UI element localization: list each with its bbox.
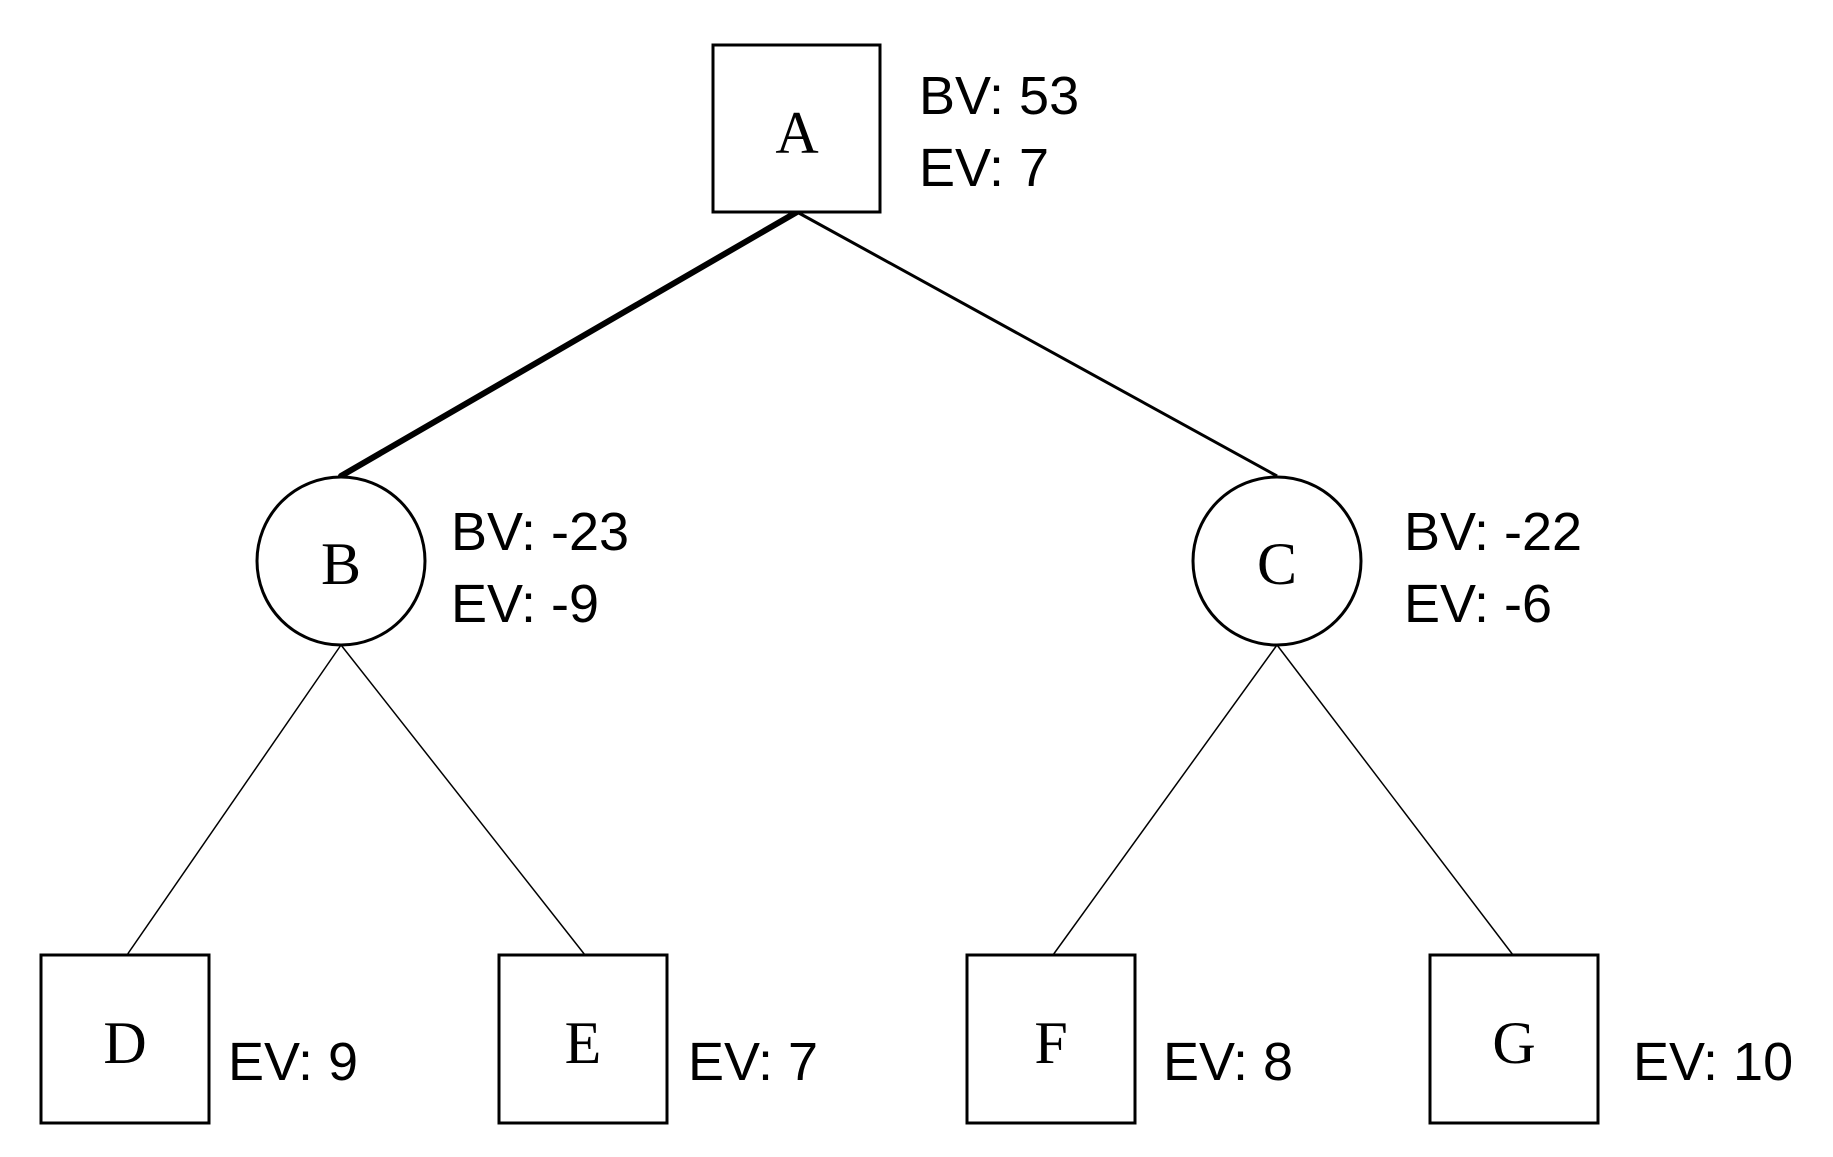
node-f: F xyxy=(965,953,1137,1125)
node-d: D xyxy=(39,953,211,1125)
node-f-square xyxy=(965,953,1137,1125)
node-b-label: B xyxy=(321,531,361,597)
node-a: A xyxy=(711,43,882,214)
node-b-ev: EV: -9 xyxy=(451,574,599,634)
node-a-ev: EV: 7 xyxy=(919,138,1049,198)
edge-a-b xyxy=(338,209,800,479)
node-g-square xyxy=(1428,953,1600,1125)
node-c-label: C xyxy=(1257,531,1297,597)
node-g-label: G xyxy=(1492,1010,1535,1076)
node-d-ev: EV: 9 xyxy=(228,1032,358,1092)
node-g-ev: EV: 10 xyxy=(1633,1032,1793,1092)
node-f-ev: EV: 8 xyxy=(1163,1032,1293,1092)
edge-c-g xyxy=(1276,644,1514,956)
node-c-ev: EV: -6 xyxy=(1404,574,1552,634)
node-c-circle xyxy=(1191,475,1363,647)
node-d-square xyxy=(39,953,211,1125)
edge-c-f xyxy=(1052,644,1278,956)
node-f-label: F xyxy=(1034,1010,1067,1076)
node-e-ev: EV: 7 xyxy=(688,1032,818,1092)
node-e-square xyxy=(497,953,669,1125)
edge-b-e xyxy=(340,644,586,956)
node-b-circle xyxy=(255,475,427,647)
node-c: C xyxy=(1191,475,1363,647)
node-a-bv: BV: 53 xyxy=(919,66,1079,126)
node-a-label: A xyxy=(775,100,818,166)
node-b-bv: BV: -23 xyxy=(451,502,629,562)
node-a-square xyxy=(711,43,882,214)
node-b: B xyxy=(255,475,427,647)
edge-a-c xyxy=(796,210,1278,478)
node-e-label: E xyxy=(565,1010,602,1076)
node-d-label: D xyxy=(103,1010,146,1076)
edge-b-d xyxy=(126,644,342,956)
node-c-bv: BV: -22 xyxy=(1404,502,1582,562)
node-g: G xyxy=(1428,953,1600,1125)
node-e: E xyxy=(497,953,669,1125)
